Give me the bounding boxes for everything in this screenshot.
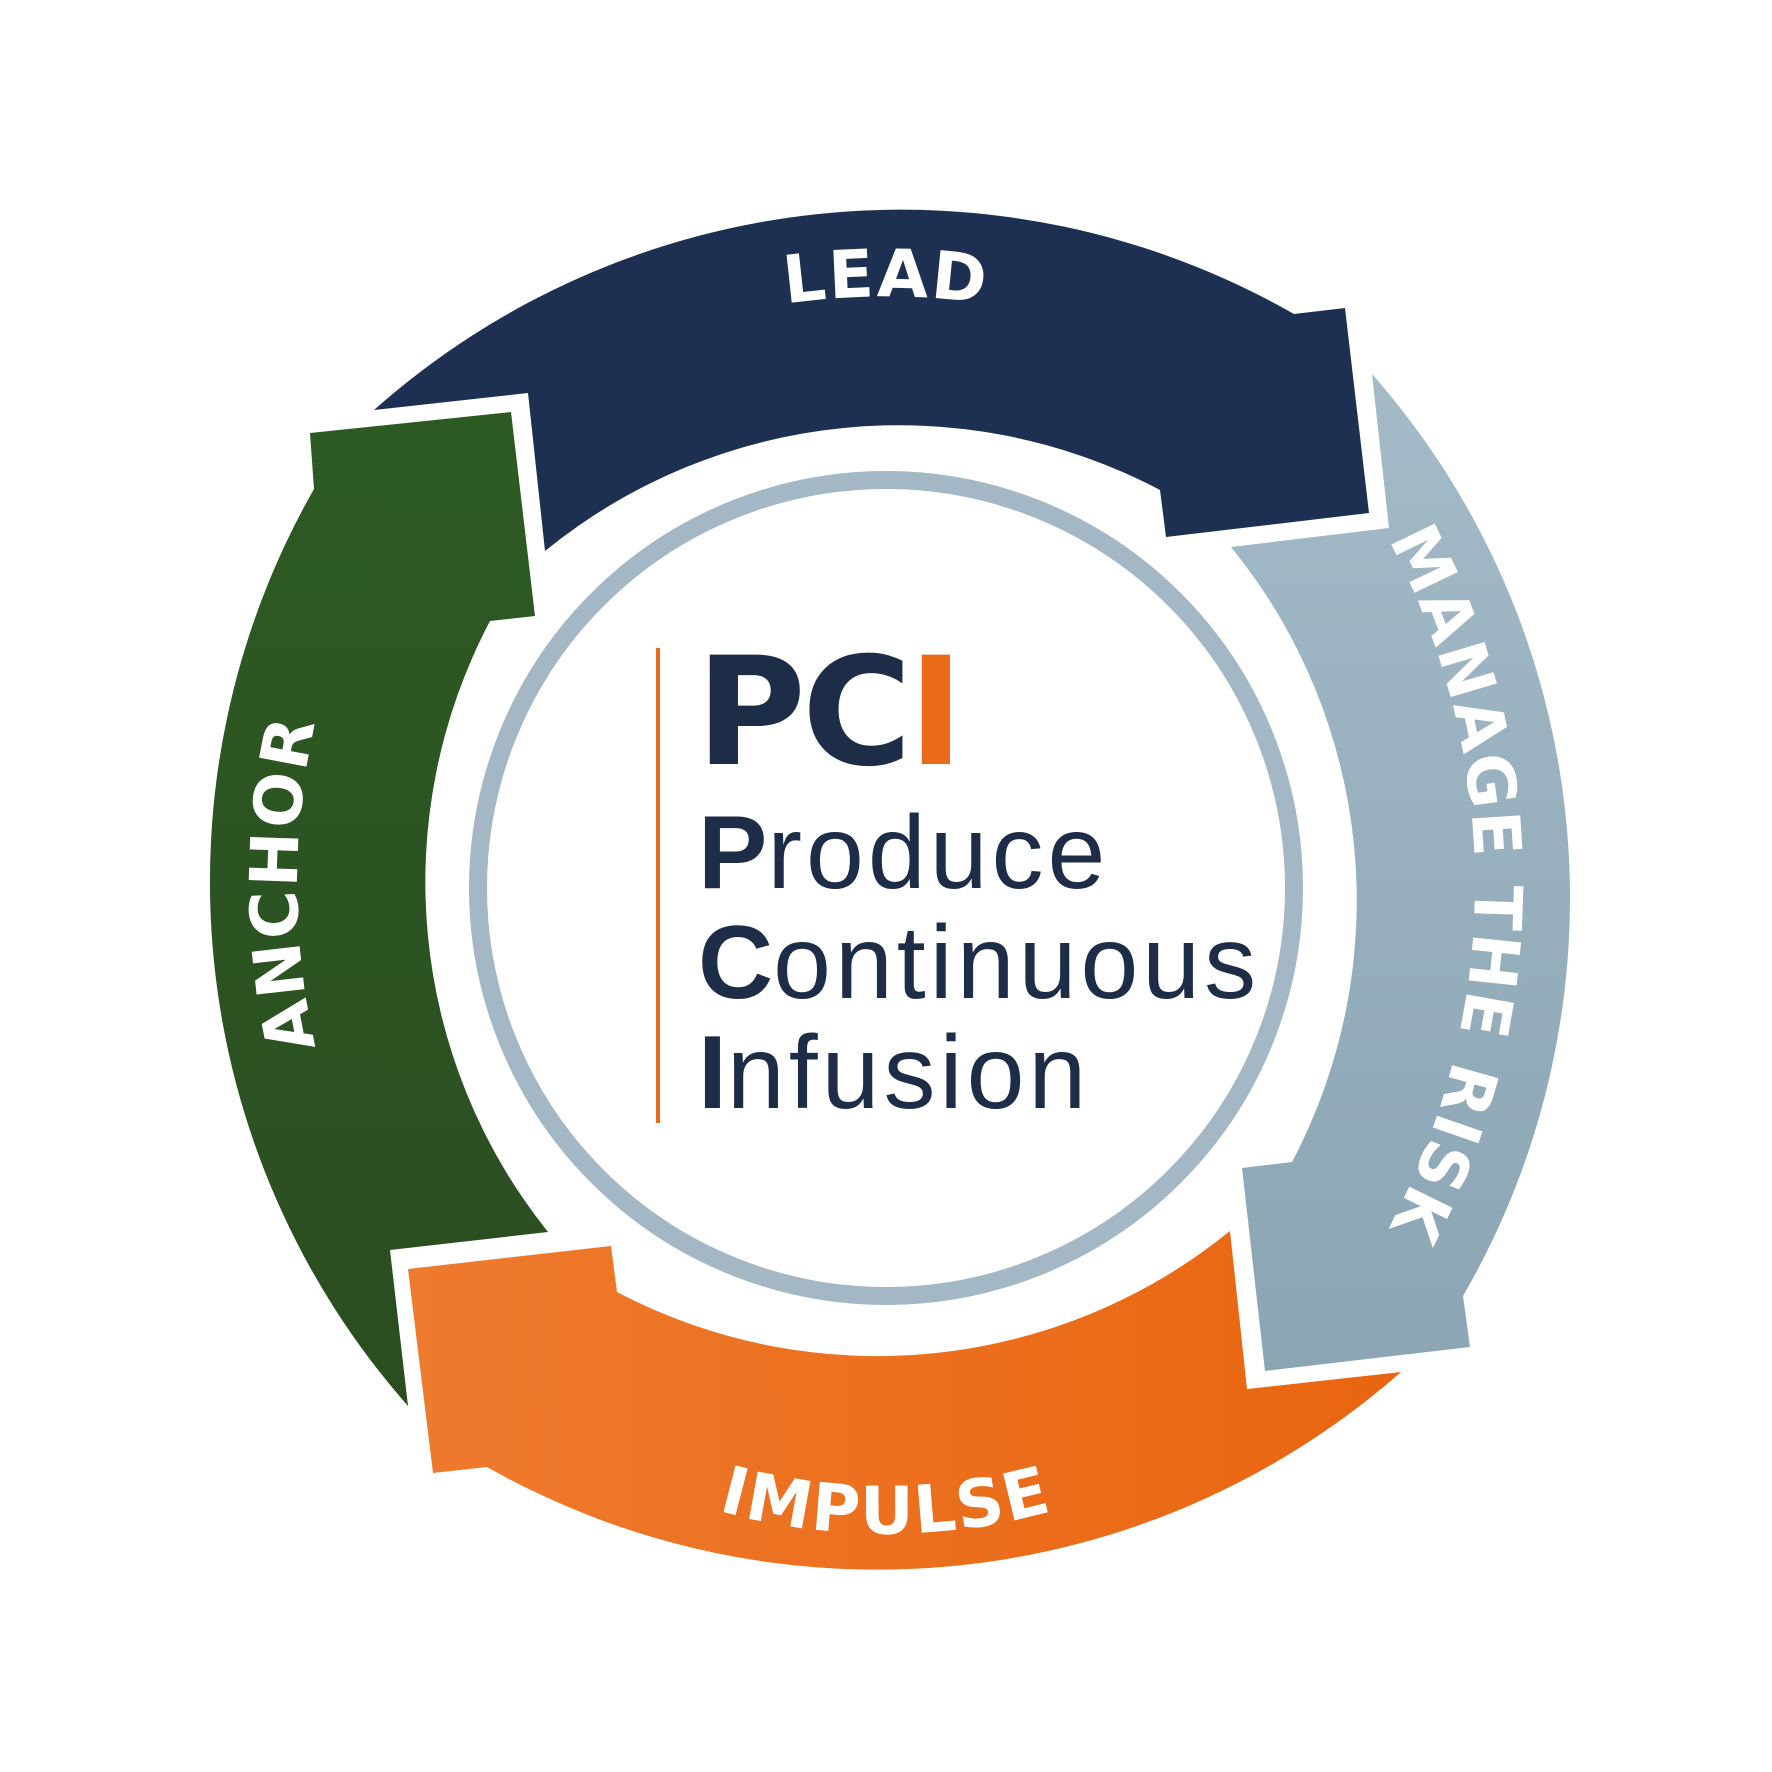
logo-initial-p: P: [698, 795, 768, 911]
logo-line-continuous: Continuous: [698, 908, 1260, 1018]
logo-line-produce: Produce: [698, 798, 1109, 908]
segment-anchor: [209, 412, 548, 1406]
logo-rest-produce: roduce: [767, 795, 1110, 911]
segment-lead: [374, 209, 1369, 551]
segment-label-lead: LEAD: [779, 235, 992, 319]
logo-initial-c: C: [698, 905, 774, 1021]
logo-wordmark: PCI: [696, 638, 964, 788]
segment-impulse: [408, 1231, 1401, 1570]
logo-mark-p: P: [696, 626, 806, 800]
inner-ring: [469, 471, 1303, 1305]
logo-mark-i: I: [908, 626, 964, 800]
logo-line-infusion: Infusion: [698, 1018, 1090, 1128]
logo-rest-infusion: nfusion: [726, 1015, 1091, 1131]
pci-logo: PCI Produce Continuous Infusion: [656, 638, 1256, 1128]
logo-initial-i: I: [698, 1015, 727, 1131]
logo-mark-c: C: [801, 626, 912, 800]
segment-manage-the-risk: [1231, 374, 1570, 1371]
logo-divider-bar: [656, 648, 660, 1123]
logo-rest-continuous: ontinuous: [773, 905, 1261, 1021]
